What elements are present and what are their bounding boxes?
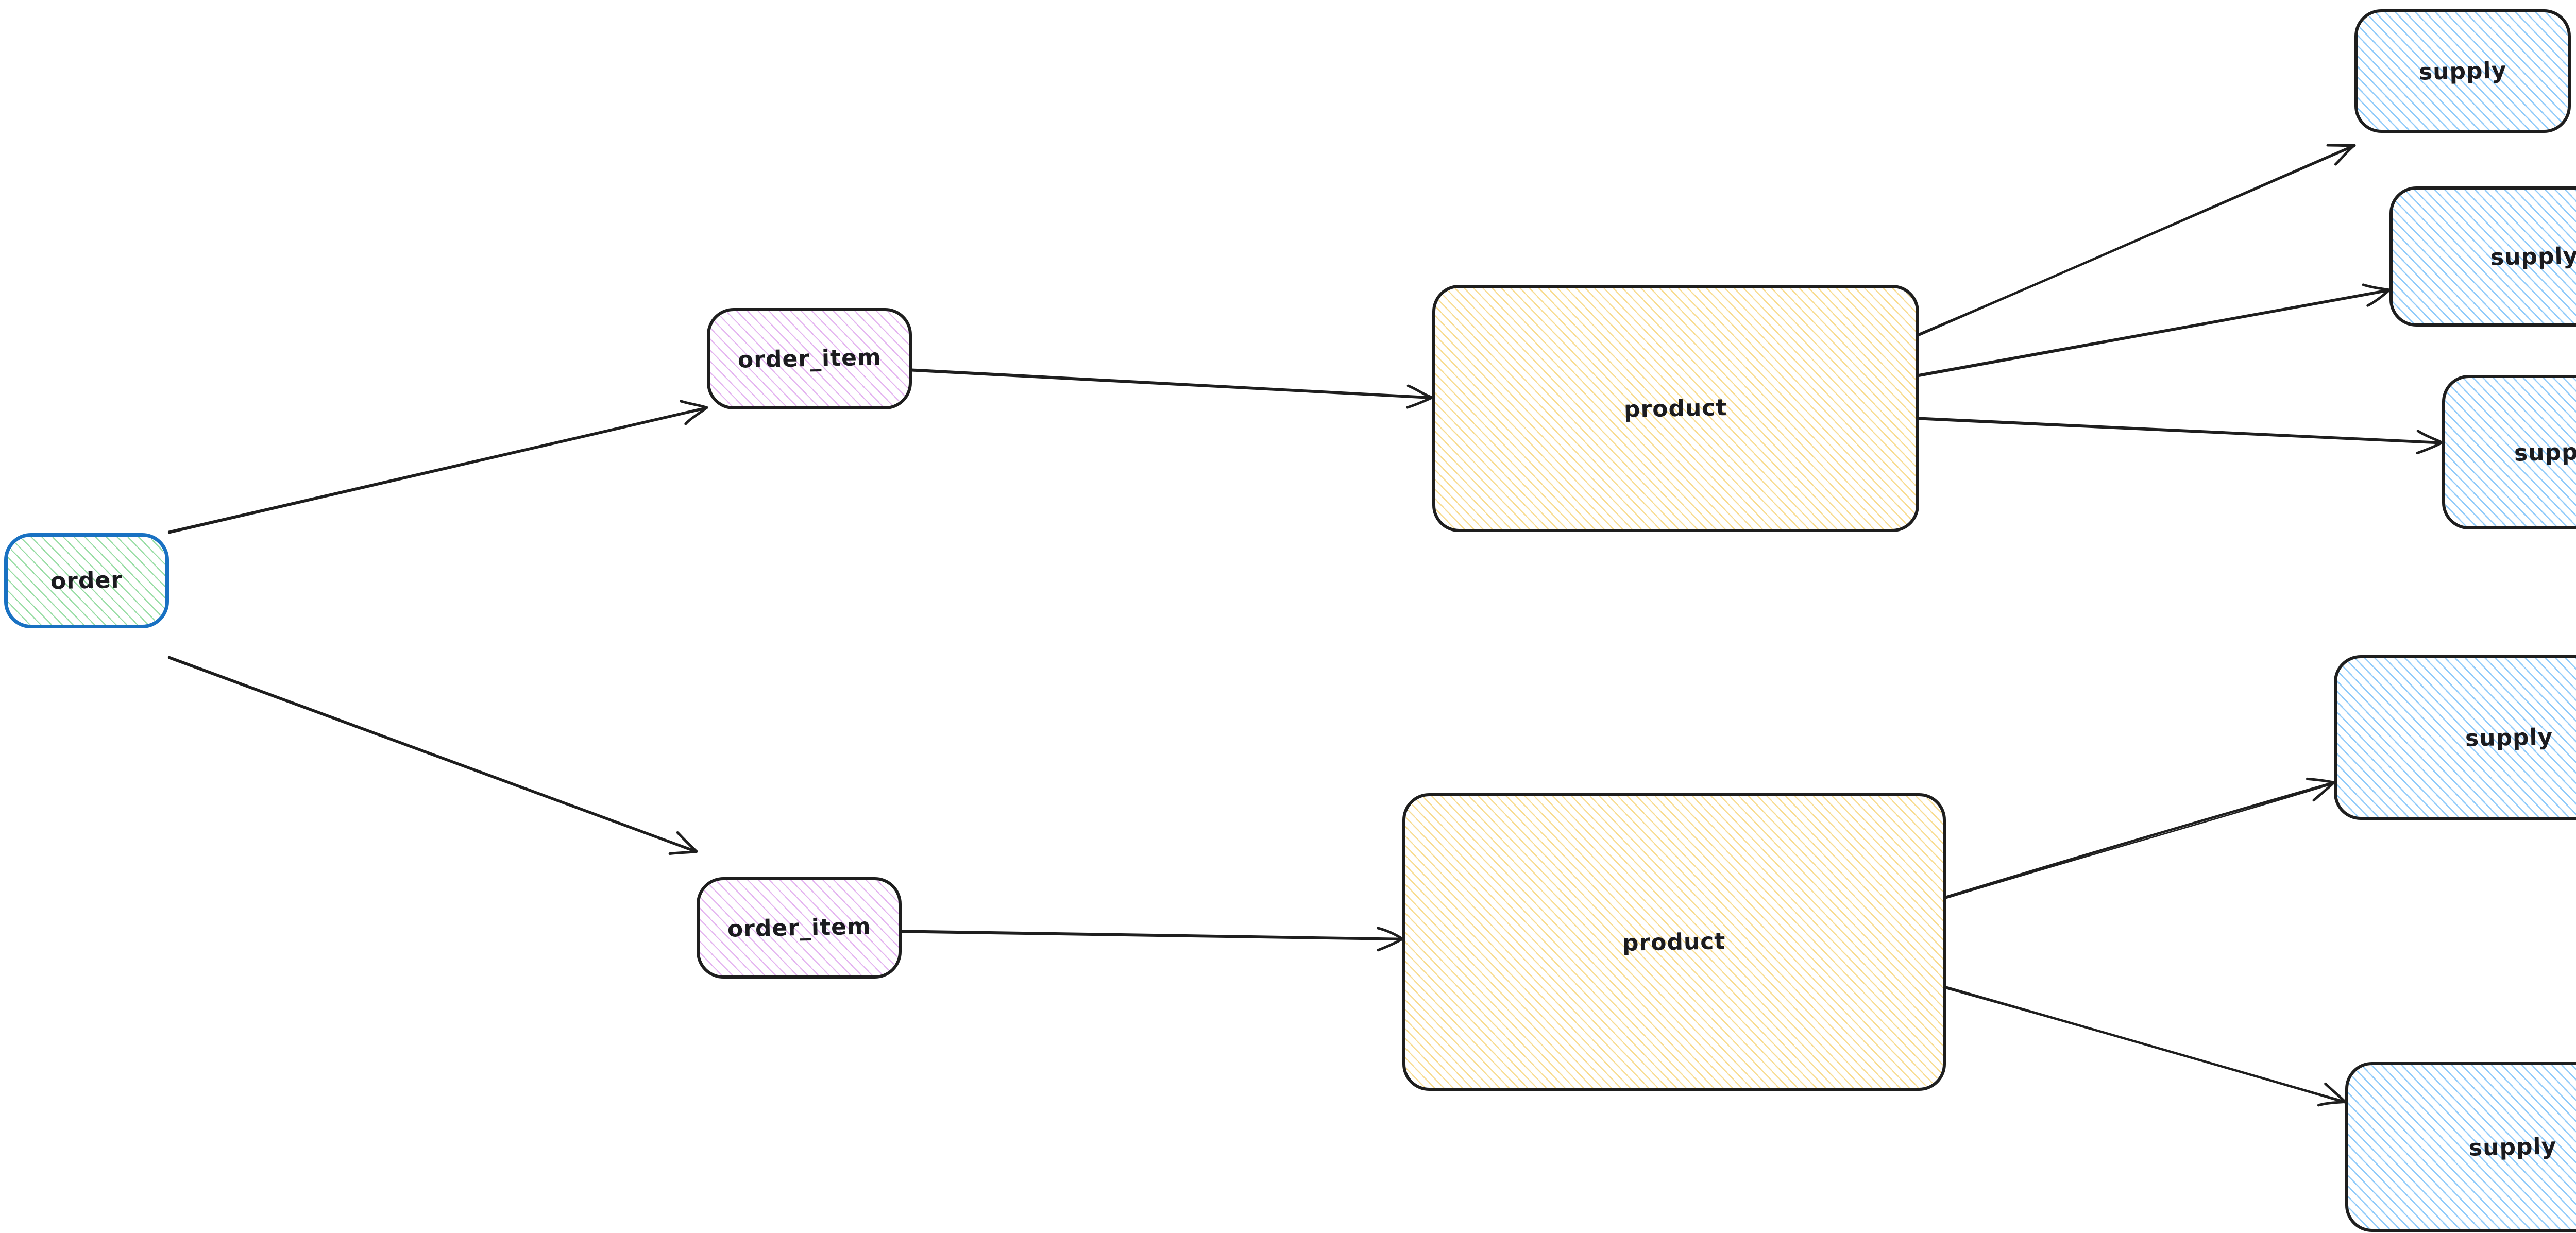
edge-order-to-order_item_1[interactable] xyxy=(167,400,708,534)
node-fill-hatch xyxy=(2445,378,2576,526)
node-supply_3[interactable]: supply xyxy=(2442,375,2576,529)
node-label: supply xyxy=(2418,57,2507,85)
node-supply_5[interactable]: supply xyxy=(2345,1062,2576,1232)
node-order[interactable]: order xyxy=(4,533,169,628)
node-label: product xyxy=(1623,394,1728,423)
node-fill-hatch xyxy=(2393,190,2576,323)
node-fill-hatch xyxy=(2348,1065,2576,1229)
node-fill-hatch xyxy=(2337,658,2576,817)
edge-product_1-to-supply_3[interactable] xyxy=(1918,417,2444,455)
node-supply_4[interactable]: supply xyxy=(2334,655,2576,820)
node-supply_2[interactable]: supply xyxy=(2389,186,2576,327)
edge-product_2-to-supply_4[interactable] xyxy=(1944,777,2335,899)
node-fill-hatch xyxy=(1405,796,1943,1088)
edge-order_item_1-to-product_1[interactable] xyxy=(910,368,1434,409)
node-fill-hatch xyxy=(710,311,909,406)
node-label: product xyxy=(1622,928,1726,956)
node-fill-hatch xyxy=(1435,288,1916,529)
node-label: supply xyxy=(2514,438,2576,467)
node-label: order_item xyxy=(737,344,882,373)
edge-order_item_2-to-product_2[interactable] xyxy=(900,927,1404,952)
node-fill-hatch xyxy=(700,880,899,975)
node-product_1[interactable]: product xyxy=(1432,285,1919,532)
edge-product_1-to-supply_1[interactable] xyxy=(1918,144,2356,336)
node-product_2[interactable]: product xyxy=(1402,793,1946,1091)
node-label: supply xyxy=(2490,242,2576,271)
node-label: supply xyxy=(2465,723,2553,752)
node-label: supply xyxy=(2468,1133,2557,1161)
node-fill-hatch xyxy=(2358,12,2568,130)
node-fill-hatch xyxy=(8,537,165,625)
node-label: order_item xyxy=(727,913,871,943)
edge-product_2-to-supply_5[interactable] xyxy=(1944,986,2347,1107)
node-label: order xyxy=(50,567,123,595)
edge-product_1-to-supply_2[interactable] xyxy=(1918,283,2391,377)
edge-order-to-order_item_2[interactable] xyxy=(167,656,698,855)
node-supply_1[interactable]: supply xyxy=(2354,9,2571,133)
node-order_item_1[interactable]: order_item xyxy=(707,308,912,409)
node-order_item_2[interactable]: order_item xyxy=(697,877,902,979)
